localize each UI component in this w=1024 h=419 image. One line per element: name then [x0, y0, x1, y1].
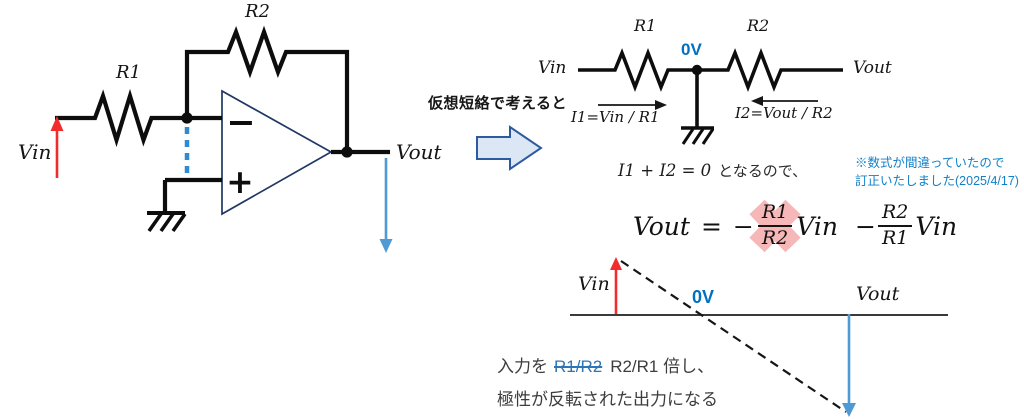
ground-icon	[147, 212, 187, 233]
vin-label-right: Vin	[538, 58, 567, 78]
fraction-numerator: R2	[877, 202, 913, 227]
vout-down-arrowhead-icon	[379, 239, 393, 253]
ground-icon-right	[681, 128, 715, 145]
vin-label-left: Vin	[18, 140, 52, 164]
gain-dashed-line	[620, 260, 847, 413]
r2-feedback-wire	[184, 25, 350, 152]
wave-vin-arrowhead-icon	[610, 257, 622, 270]
equation-minus2: −	[855, 211, 876, 241]
vout-equation: Vout = − R1 R2 Vin − R2 R1 Vin	[631, 197, 959, 255]
wave-vout-label: Vout	[856, 283, 900, 305]
caption-corrected-ratio: R2/R1 倍し、	[610, 357, 715, 376]
kcl-condition-line: I1 + I2 = 0 となるので、	[618, 160, 807, 181]
equation-equals: =	[700, 211, 722, 241]
conclusion-caption: 入力を R1/R2 R2/R1 倍し、 極性が反転された出力になる	[497, 350, 718, 416]
right-block-arrow-icon	[476, 125, 543, 171]
virtual-short-circuit	[578, 47, 843, 145]
kcl-condition-text: となるので、	[718, 163, 808, 180]
fraction-denominator: R2	[761, 227, 789, 249]
vin-up-arrowhead-icon	[50, 116, 64, 131]
i2-current-formula: I2=Vout / R2	[735, 104, 833, 122]
correction-note-line1: ※数式が間違っていたので	[855, 156, 1005, 170]
wave-vin-label: Vin	[578, 273, 610, 295]
vout-label-left: Vout	[396, 140, 442, 164]
fraction-r1-over-r2: R1 R2	[757, 202, 793, 249]
kcl-condition-math: I1 + I2 = 0	[618, 161, 712, 180]
equation-minus1: −	[732, 211, 754, 241]
r1-resistor-wire	[55, 88, 222, 148]
equation-lhs: Vout	[633, 211, 690, 241]
caption-line2: 極性が反転された出力になる	[497, 390, 718, 409]
i2-arrowhead-icon	[751, 96, 763, 106]
caption-struck-ratio: R1/R2	[554, 357, 603, 376]
fraction-denominator: R1	[881, 227, 909, 249]
equation-vin1: Vin	[796, 211, 838, 241]
correction-note: ※数式が間違っていたので 訂正いたしました(2025/4/17)	[855, 154, 1019, 190]
opamp-circuit: − +	[50, 25, 393, 253]
correction-note-line2: 訂正いたしました(2025/4/17)	[855, 174, 1019, 188]
caption-line1-pre: 入力を	[497, 357, 548, 376]
inverting-node-dot	[181, 112, 193, 124]
wave-zero-label: 0V	[692, 287, 715, 307]
wrong-fraction-wrap: R1 R2	[749, 199, 801, 253]
r2-label-left: R2	[245, 1, 271, 22]
r2-label-right: R2	[747, 16, 770, 35]
equation-vin2: Vin	[915, 211, 958, 241]
opamp-minus-input-symbol: −	[226, 103, 255, 143]
r1-label-left: R1	[116, 62, 142, 83]
fraction-r2-over-r1: R2 R1	[877, 202, 913, 249]
fraction-numerator: R1	[757, 202, 793, 227]
i1-arrowhead-icon	[655, 100, 667, 110]
r1-label-right: R1	[634, 16, 657, 35]
waveform-sketch	[570, 257, 948, 417]
vout-label-right: Vout	[853, 58, 892, 78]
zero-volt-node-dot	[691, 64, 703, 76]
plus-input-wire	[162, 177, 222, 213]
zero-volt-label: 0V	[681, 40, 702, 59]
i1-current-formula: I1=Vin / R1	[571, 108, 660, 126]
opamp-plus-input-symbol: +	[226, 162, 254, 201]
opamp-triangle	[221, 89, 333, 216]
series-resistor-wire	[578, 47, 843, 93]
caption-line1: 入力を R1/R2 R2/R1 倍し、	[497, 350, 718, 383]
virtual-short-heading: 仮想短絡で考えると	[428, 95, 568, 112]
wave-vout-arrowhead-icon	[842, 403, 856, 417]
output-node-dot	[341, 146, 353, 158]
